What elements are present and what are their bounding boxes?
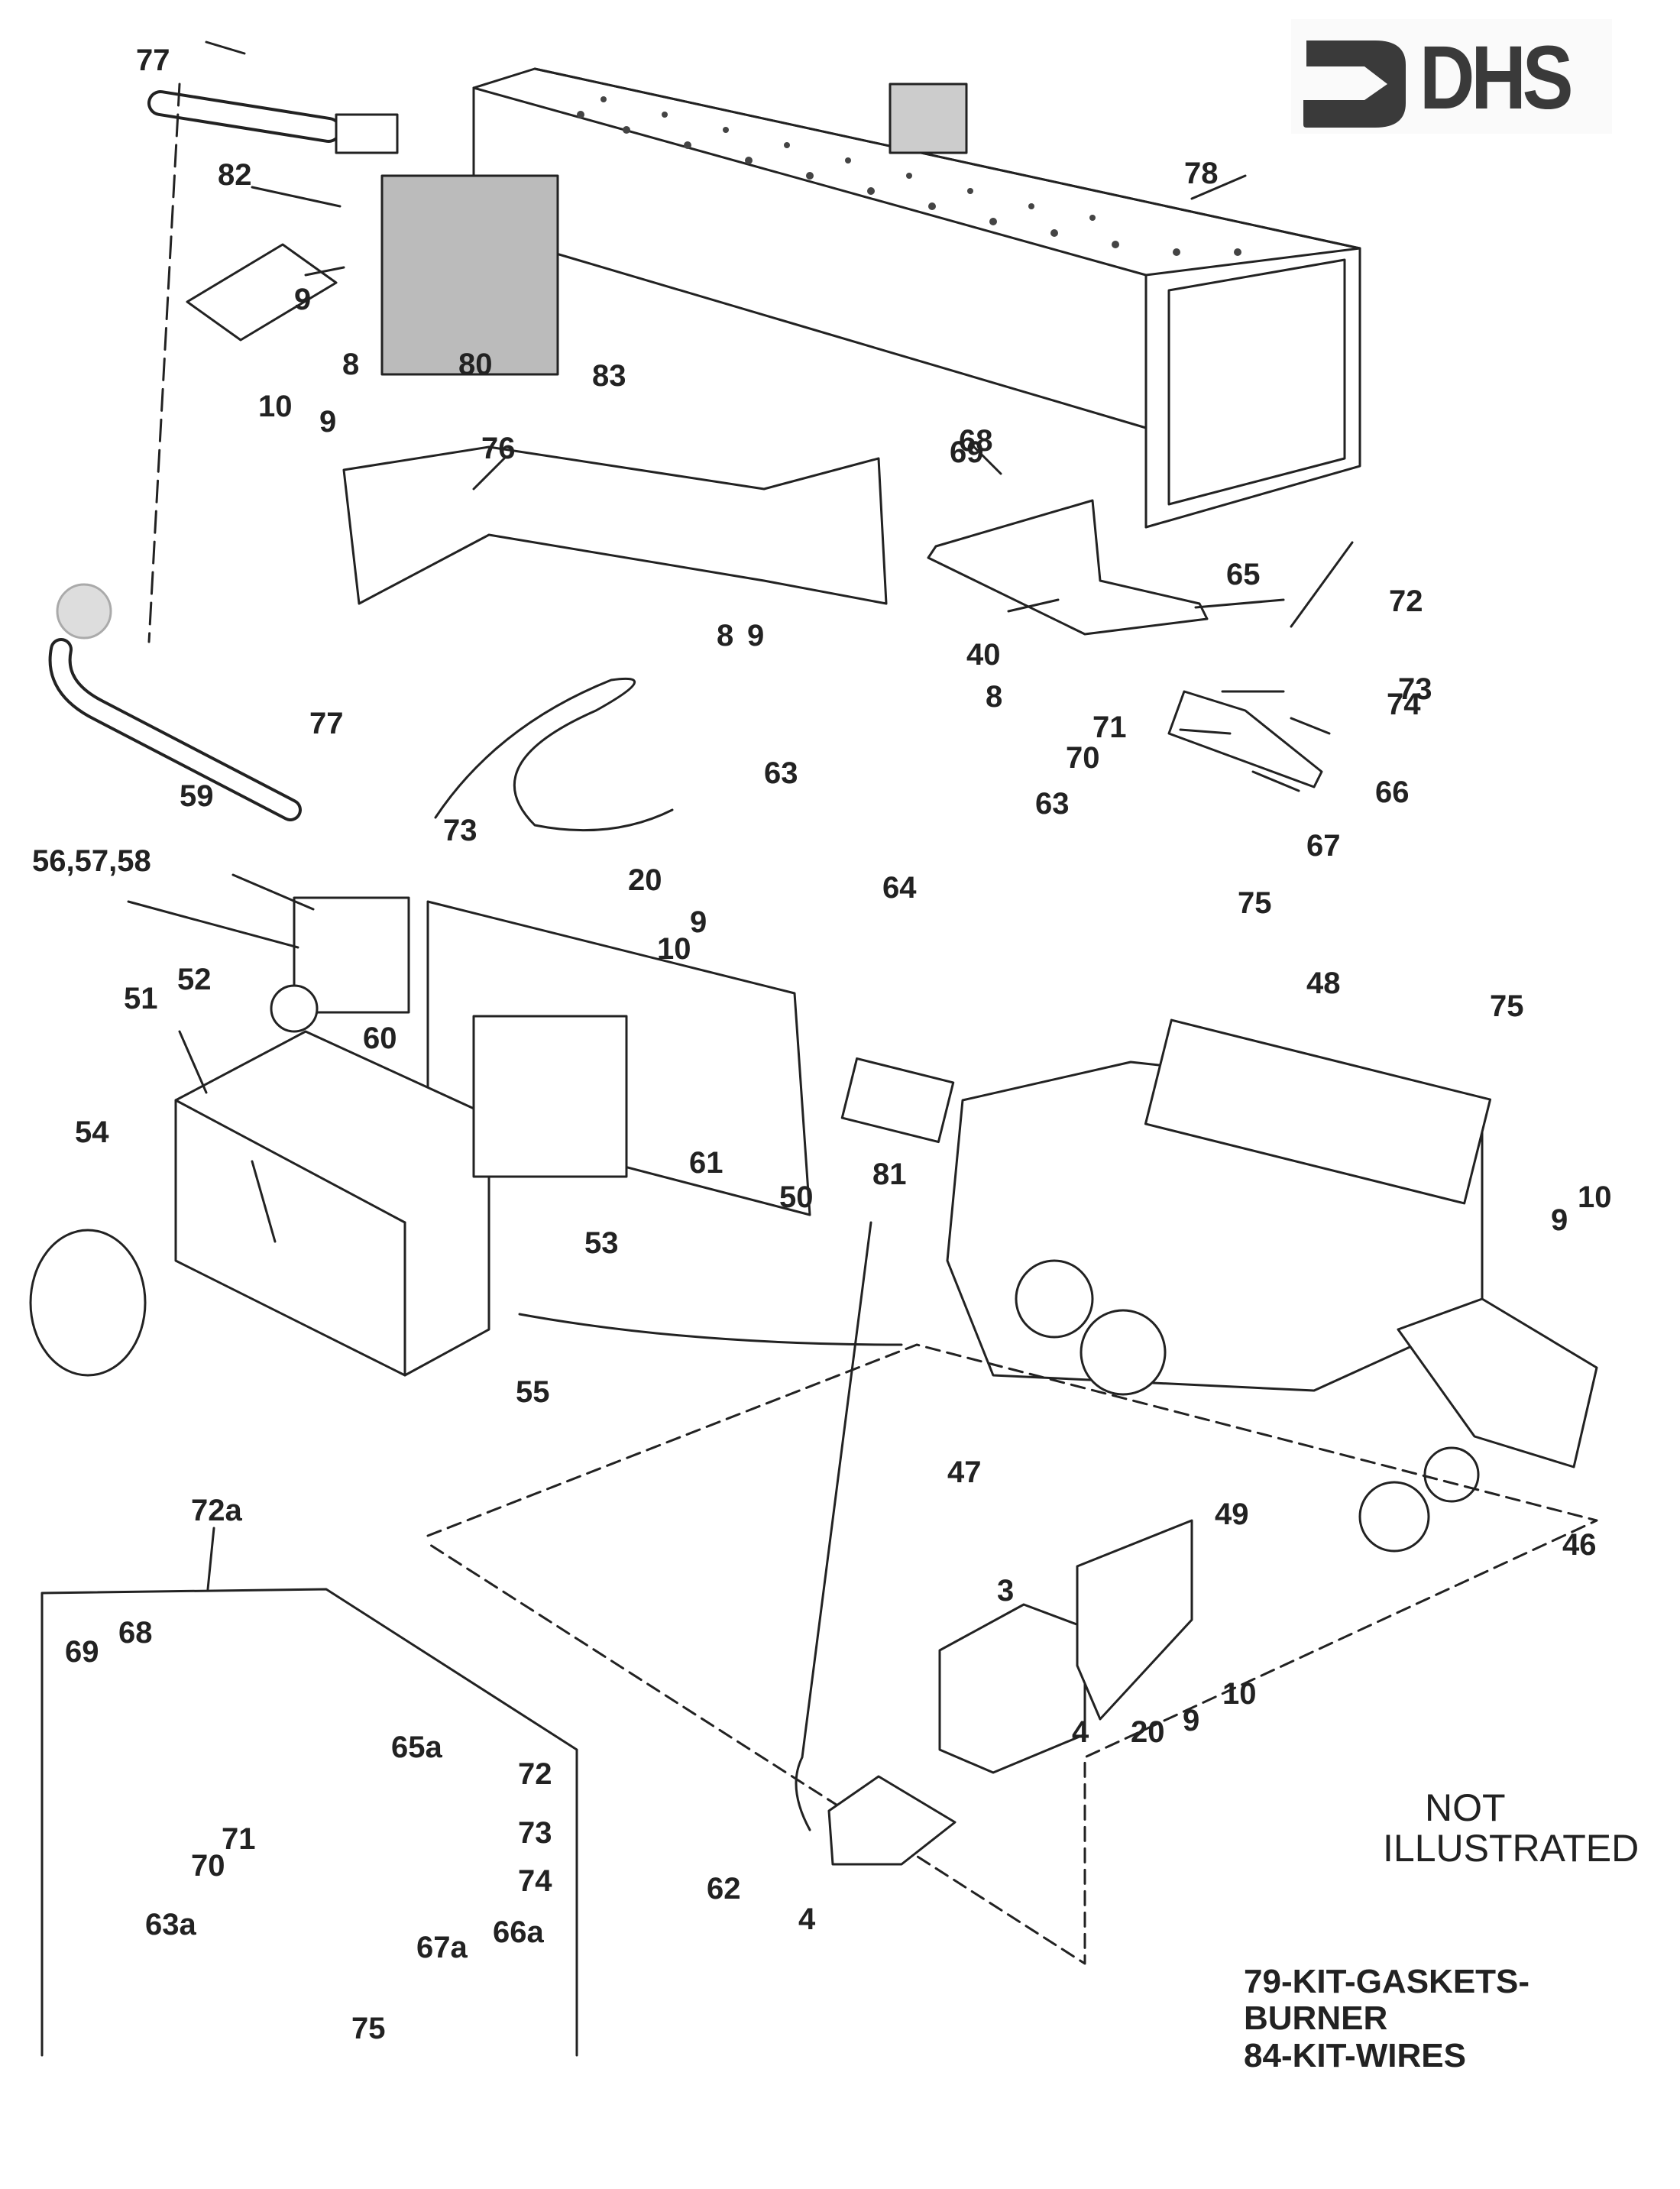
callout-10: 10 bbox=[1578, 1180, 1612, 1214]
callout-63: 63 bbox=[764, 756, 798, 790]
note-line-1: NOT bbox=[1425, 1786, 1506, 1829]
inset-callout-72: 72 bbox=[518, 1757, 552, 1791]
callout-55: 55 bbox=[516, 1375, 550, 1409]
callout-74: 74 bbox=[1387, 688, 1421, 721]
callout-75: 75 bbox=[1490, 989, 1524, 1023]
callout-72: 72 bbox=[1389, 584, 1423, 618]
callout-10: 10 bbox=[1222, 1677, 1257, 1711]
callout-8: 8 bbox=[986, 680, 1002, 714]
callout-46: 46 bbox=[1562, 1528, 1597, 1562]
callout-52: 52 bbox=[177, 963, 212, 996]
callout-9: 9 bbox=[1551, 1203, 1568, 1237]
callout-67: 67 bbox=[1306, 829, 1341, 863]
callout-82: 82 bbox=[218, 158, 252, 192]
inset-callout-63a: 63a bbox=[145, 1908, 196, 1941]
callout-71: 71 bbox=[1092, 711, 1127, 744]
callout-69: 69 bbox=[950, 436, 984, 469]
callout-9: 9 bbox=[690, 905, 707, 939]
callout-4: 4 bbox=[798, 1902, 816, 1936]
callout-53: 53 bbox=[584, 1226, 619, 1260]
callout-51: 51 bbox=[124, 982, 158, 1015]
callout-73: 73 bbox=[443, 814, 477, 847]
callout-63: 63 bbox=[1035, 787, 1070, 821]
callout-54: 54 bbox=[75, 1116, 109, 1149]
inset-callout-68: 68 bbox=[118, 1616, 153, 1650]
callout-73: 73 bbox=[1398, 672, 1432, 706]
callout-8: 8 bbox=[717, 619, 733, 652]
callout-9: 9 bbox=[294, 283, 311, 316]
inset-callout-65a: 65a bbox=[391, 1731, 442, 1764]
callout-8: 8 bbox=[342, 348, 359, 381]
callout-75: 75 bbox=[1238, 886, 1272, 920]
callout-10: 10 bbox=[258, 390, 293, 423]
callout-66: 66 bbox=[1375, 776, 1410, 809]
callout-70: 70 bbox=[1066, 741, 1100, 775]
arrow-bracket-logo-icon bbox=[1303, 40, 1406, 128]
dhs-logo: DHS bbox=[1291, 19, 1612, 134]
callout-48: 48 bbox=[1306, 967, 1341, 1000]
kit-list: 79-KIT-GASKETS- BURNER 84-KIT-WIRES bbox=[1244, 1963, 1530, 2074]
callout-60: 60 bbox=[363, 1022, 397, 1055]
logo-text: DHS bbox=[1419, 28, 1574, 128]
callout-4: 4 bbox=[1072, 1715, 1089, 1749]
inset-callout-71: 71 bbox=[222, 1822, 256, 1856]
callout-56-57-58: 56,57,58 bbox=[32, 844, 151, 878]
callout-9: 9 bbox=[747, 619, 764, 652]
burner-assembly bbox=[472, 67, 1361, 529]
callout-20: 20 bbox=[628, 863, 662, 897]
callout-81: 81 bbox=[872, 1158, 907, 1191]
inset-callout-73: 73 bbox=[518, 1816, 552, 1850]
callout-20: 20 bbox=[1131, 1715, 1165, 1749]
callout-9: 9 bbox=[1183, 1704, 1199, 1737]
inset-callout-70: 70 bbox=[191, 1849, 225, 1883]
burner-screen bbox=[380, 174, 559, 376]
inset-title-72a: 72a bbox=[191, 1494, 242, 1527]
inset-callout-74: 74 bbox=[518, 1864, 552, 1898]
note-line-2: ILLUSTRATED bbox=[1383, 1826, 1640, 1870]
kit-79-line-2: BURNER bbox=[1244, 2000, 1388, 2038]
inset-callout-69: 69 bbox=[65, 1635, 99, 1669]
callout-77-top: 77 bbox=[136, 44, 170, 77]
callout-61: 61 bbox=[689, 1146, 723, 1180]
callout-10: 10 bbox=[657, 932, 691, 966]
callout-77: 77 bbox=[309, 707, 344, 740]
inset-frame bbox=[40, 1588, 578, 2057]
callout-40: 40 bbox=[966, 638, 1001, 672]
callout-80: 80 bbox=[458, 348, 493, 381]
inset-callout-66a: 66a bbox=[493, 1915, 544, 1949]
callout-50: 50 bbox=[779, 1180, 814, 1214]
callout-78: 78 bbox=[1184, 157, 1219, 190]
kit-79-line-1: 79-KIT-GASKETS- bbox=[1244, 1963, 1530, 2000]
callout-47: 47 bbox=[947, 1456, 982, 1489]
callout-62: 62 bbox=[707, 1872, 741, 1906]
callout-9: 9 bbox=[319, 405, 336, 439]
inset-callout-67a: 67a bbox=[416, 1931, 468, 1964]
callout-68: 68 bbox=[959, 424, 993, 458]
callout-49: 49 bbox=[1215, 1498, 1249, 1531]
callout-59: 59 bbox=[180, 779, 214, 813]
callout-83: 83 bbox=[592, 359, 626, 393]
inset-callout-75: 75 bbox=[351, 2012, 386, 2045]
not-illustrated-note: NOT ILLUSTRATED bbox=[1383, 1788, 1639, 1868]
callout-76: 76 bbox=[481, 432, 516, 465]
callout-64: 64 bbox=[882, 871, 917, 905]
callout-65: 65 bbox=[1226, 558, 1261, 591]
kit-84-line-1: 84-KIT-WIRES bbox=[1244, 2036, 1466, 2074]
callout-3: 3 bbox=[997, 1574, 1014, 1608]
